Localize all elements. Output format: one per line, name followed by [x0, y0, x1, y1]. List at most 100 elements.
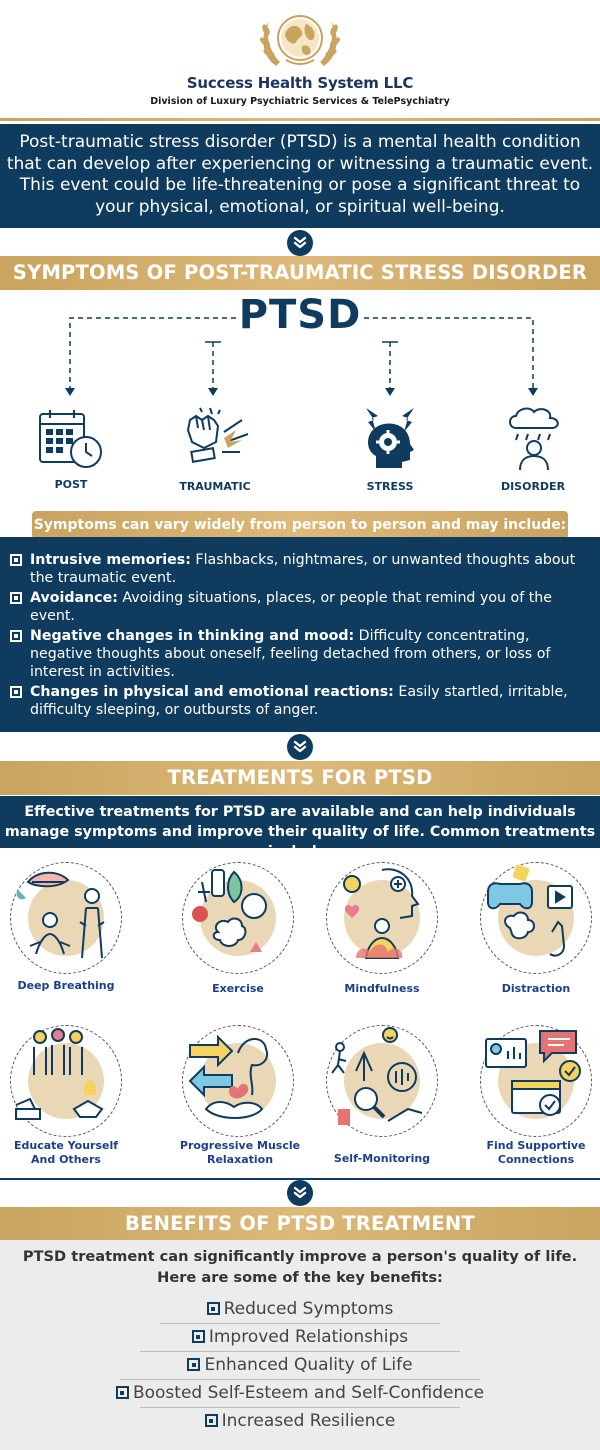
symptoms-subtitle: Symptoms can vary widely from person to … — [32, 511, 568, 539]
symptom-title: Avoidance: — [30, 589, 118, 606]
symptom-item: Changes in physical and emotional reacti… — [10, 683, 588, 719]
muscle-relaxation-icon — [188, 1034, 268, 1119]
benefit-item: Increased Resilience — [0, 1407, 600, 1435]
intro-paragraph: Post-traumatic stress disorder (PTSD) is… — [0, 124, 600, 228]
supportive-connections-icon — [485, 1030, 581, 1116]
benefit-separator — [140, 1351, 460, 1352]
symptoms-section-title: SYMPTOMS OF POST-TRAUMATIC STRESS DISORD… — [0, 256, 600, 290]
header: Success Health System LLC Division of Lu… — [0, 0, 600, 117]
symptom-text: Avoiding situations, places, or people t… — [30, 589, 552, 625]
benefit-text: Reduced Symptoms — [223, 1299, 394, 1319]
benefit-item: Boosted Self-Esteem and Self-Confidence — [0, 1379, 600, 1407]
treatment-label-educate: Educate Yourself And Others — [0, 1139, 132, 1167]
treatment-label-text: Find Supportive Connections — [486, 1139, 586, 1166]
symptom-text: Difficulty concentrating, negative thoug… — [30, 627, 551, 681]
treatment-label: Exercise — [212, 982, 264, 995]
benefits-intro: PTSD treatment can significantly improve… — [0, 1246, 600, 1288]
benefit-separator — [160, 1323, 440, 1324]
symptom-text: Easily startled, irritable, difficulty s… — [30, 683, 568, 719]
benefit-item: Reduced Symptoms — [0, 1295, 600, 1323]
ptsd-center-word: PTSD — [238, 292, 362, 338]
benefit-text: Boosted Self-Esteem and Self-Confidence — [132, 1383, 485, 1403]
educate-icon — [15, 1028, 104, 1120]
treatment-ring — [182, 1025, 294, 1137]
treatment-label-text: Educate Yourself And Others — [13, 1139, 119, 1166]
treatment-label-muscle: Progressive Muscle Relaxation — [174, 1139, 306, 1167]
self-monitoring-icon — [331, 1027, 423, 1125]
symptom-label-traumatic: TRAUMATIC — [179, 480, 251, 493]
benefit-separator — [140, 1407, 460, 1408]
treatment-mindfulness: Mindfulness — [316, 862, 446, 1002]
benefit-item: Improved Relationships — [0, 1323, 600, 1351]
benefits-intro-line: Here are some of the key benefits: — [157, 1269, 443, 1286]
square-bullet-icon — [191, 1330, 205, 1343]
treatment-label-supportive: Find Supportive Connections — [470, 1139, 600, 1167]
treatments-intro: Effective treatments for PTSD are availa… — [0, 796, 600, 860]
treatment-educate: Educate Yourself And Others — [0, 1025, 130, 1170]
benefit-separator — [120, 1379, 480, 1380]
treatment-supportive-connections: Find Supportive Connections — [470, 1025, 600, 1170]
symptom-label-post: POST — [54, 478, 88, 491]
treatment-ring — [480, 1025, 592, 1137]
treatment-label: Mindfulness — [344, 982, 420, 995]
symptom-title: Negative changes in thinking and mood: — [30, 627, 355, 644]
treatment-self-monitoring: Self-Monitoring — [316, 1025, 446, 1170]
exercise-icon — [192, 869, 267, 952]
square-bullet-icon — [204, 1414, 218, 1427]
division-tagline: Division of Luxury Psychiatric Services … — [150, 96, 450, 107]
header-gold-line — [0, 118, 600, 121]
symptom-item: Avoidance: Avoiding situations, places, … — [10, 589, 588, 625]
symptom-label-disorder: DISORDER — [500, 480, 566, 493]
symptom-title: Intrusive memories: — [30, 552, 191, 568]
benefits-background — [0, 1240, 600, 1450]
treatment-ring — [480, 862, 592, 974]
symptoms-list: Intrusive memories: Flashbacks, nightmar… — [0, 537, 600, 732]
ptsd-connector-diagram — [65, 317, 538, 396]
benefits-intro-line: PTSD treatment can significantly improve… — [22, 1248, 578, 1265]
square-bullet-icon — [115, 1386, 129, 1399]
treatment-label: Deep Breathing — [17, 979, 115, 992]
square-bullet-icon — [10, 629, 22, 642]
person-raincloud-icon — [509, 407, 559, 471]
mindfulness-icon — [343, 868, 420, 959]
globe-laurel-logo-icon — [260, 15, 340, 66]
square-bullet-icon — [10, 554, 22, 566]
symptom-label-stress: STRESS — [366, 480, 414, 493]
treatment-ring — [326, 862, 438, 974]
treatment-label: Distraction — [501, 982, 571, 995]
benefit-item: Enhanced Quality of Life — [0, 1351, 600, 1379]
fist-impact-icon — [186, 407, 249, 463]
chevron-down-icon — [287, 1180, 313, 1206]
symptom-item: Intrusive memories: Flashbacks, nightmar… — [10, 551, 588, 587]
symptom-title: Changes in physical and emotional reacti… — [30, 683, 394, 700]
head-gear-lightning-icon — [366, 408, 414, 468]
treatment-deep-breathing: Deep Breathing — [0, 862, 130, 1002]
treatment-distraction: Distraction — [470, 862, 600, 1002]
distraction-icon — [487, 864, 573, 957]
treatment-label-text: Progressive Muscle Relaxation — [179, 1139, 301, 1166]
benefit-text: Enhanced Quality of Life — [204, 1355, 413, 1375]
treatment-label: Self-Monitoring — [333, 1152, 431, 1165]
treatment-ring — [182, 862, 294, 974]
treatment-ring — [326, 1025, 438, 1137]
treatment-exercise: Exercise — [172, 862, 302, 1002]
benefit-text: Improved Relationships — [208, 1327, 409, 1347]
treatment-muscle-relaxation: Progressive Muscle Relaxation — [160, 1025, 300, 1170]
symptom-item: Negative changes in thinking and mood: D… — [10, 627, 588, 682]
benefit-text: Increased Resilience — [221, 1411, 396, 1431]
square-bullet-icon — [187, 1358, 201, 1371]
calendar-clock-icon — [39, 410, 102, 468]
benefits-section-title: BENEFITS OF PTSD TREATMENT — [0, 1207, 600, 1241]
square-bullet-icon — [10, 591, 22, 604]
section-divider — [0, 1178, 600, 1180]
square-bullet-icon — [206, 1302, 220, 1315]
company-name: Success Health System LLC — [186, 74, 414, 92]
symptom-text: Flashbacks, nightmares, or unwanted thou… — [30, 552, 576, 587]
treatments-section-title: TREATMENTS FOR PTSD — [0, 761, 600, 795]
chevron-down-icon — [287, 230, 313, 256]
treatment-ring — [10, 1025, 122, 1137]
square-bullet-icon — [10, 685, 22, 698]
treatment-ring — [10, 862, 122, 974]
chevron-down-icon — [287, 734, 313, 760]
deep-breathing-icon — [16, 871, 105, 959]
